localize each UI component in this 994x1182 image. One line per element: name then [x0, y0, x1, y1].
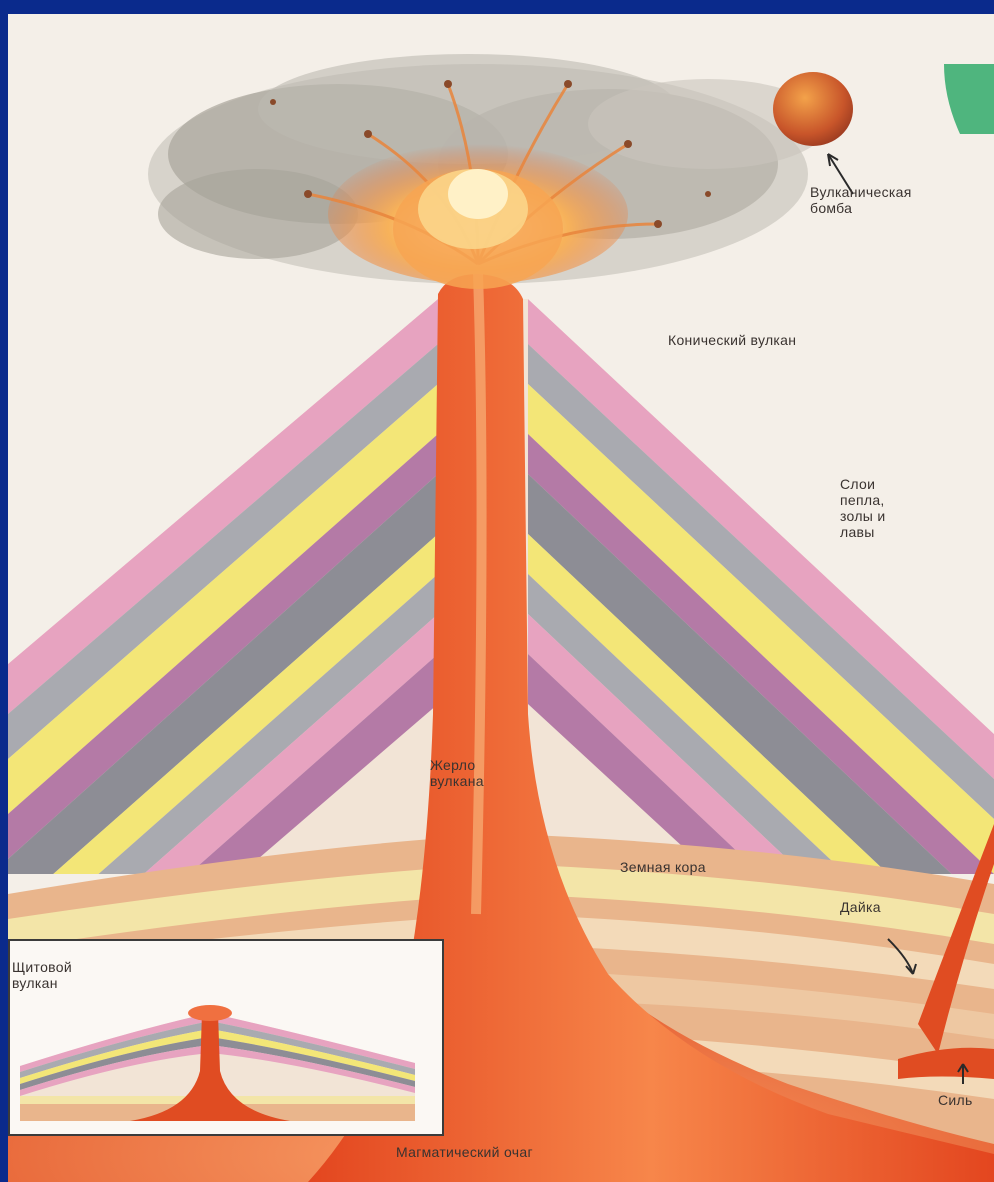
label-dike: Дайка: [840, 899, 881, 915]
shield-volcano-inset: Щитовой вулкан: [8, 939, 444, 1136]
shield-volcano-illustration: [10, 941, 442, 1134]
eruption-plume: [393, 169, 563, 289]
label-shield-volcano: Щитовой вулкан: [12, 959, 72, 991]
title-strip: [0, 0, 994, 14]
volcano-diagram: Вулканическая бомба Конический вулкан Сл…: [8, 14, 994, 1182]
label-sill: Силь: [938, 1092, 973, 1108]
green-tab: [944, 64, 994, 134]
label-volcano-vent: Жерло вулкана: [430, 757, 484, 789]
label-earth-crust: Земная кора: [620, 859, 706, 875]
label-magma-chamber: Магматический очаг: [396, 1144, 533, 1160]
label-ash-layers: Слои пепла, золы и лавы: [840, 476, 885, 540]
label-volcanic-bomb: Вулканическая бомба: [810, 184, 912, 216]
label-conical-volcano: Конический вулкан: [668, 332, 796, 348]
